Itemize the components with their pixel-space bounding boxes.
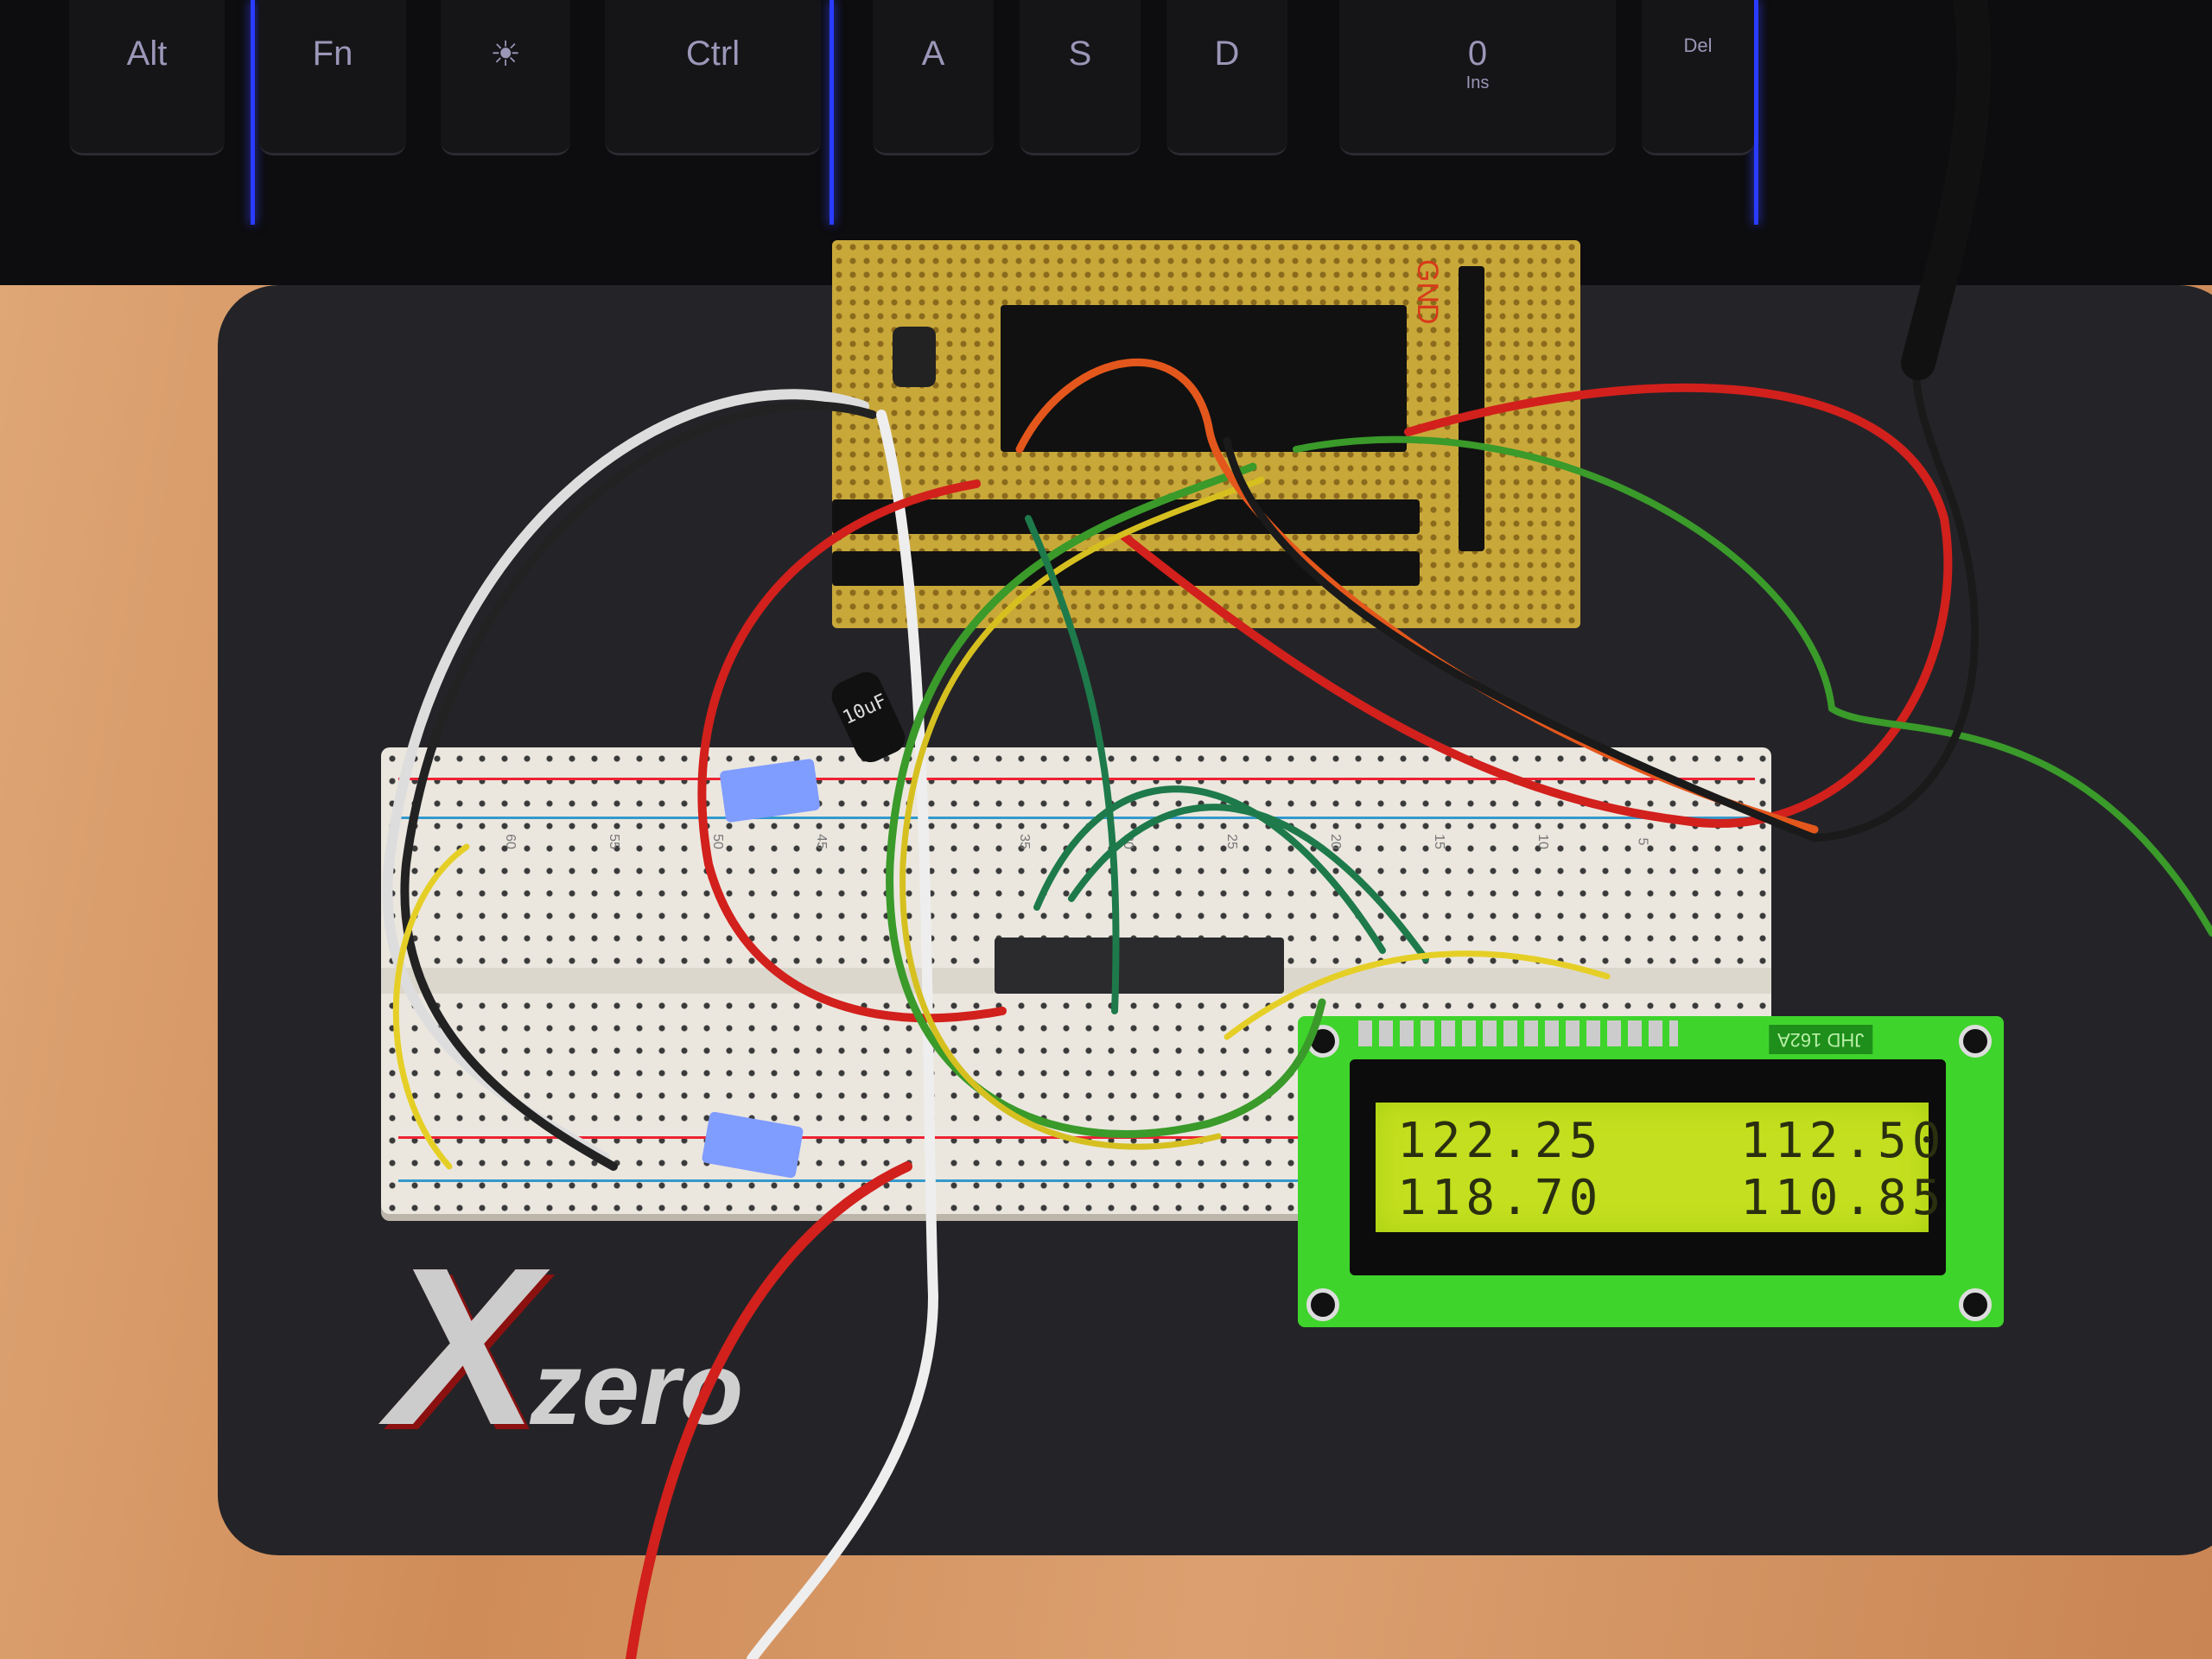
mounting-hole: [1959, 1025, 1992, 1058]
key-alt: Alt: [69, 0, 225, 156]
column-number: 50: [709, 834, 725, 849]
key-0-label: 0: [1467, 35, 1488, 73]
perfboard: [832, 240, 1580, 628]
mounting-hole: [1306, 1025, 1339, 1058]
mounting-hole: [1959, 1288, 1992, 1321]
mounting-hole: [1306, 1288, 1339, 1321]
blue-component: [701, 1110, 804, 1179]
lcd-bezel: 122.25 112.50 118.70 110.85: [1350, 1059, 1946, 1275]
ic-socket: [1001, 305, 1407, 452]
column-number: 55: [606, 834, 621, 849]
lcd-pin-header: [1358, 1020, 1678, 1046]
lcd-line-1: 122.25 112.50: [1397, 1113, 1947, 1169]
pin-header: [832, 499, 1420, 534]
key-d: D: [1166, 0, 1287, 156]
power-rail-negative: [398, 1179, 1755, 1182]
blue-component: [719, 758, 821, 823]
column-number: 60: [502, 834, 518, 849]
column-number: 30: [1120, 834, 1135, 849]
column-number: 5: [1635, 837, 1650, 846]
microcontroller-chip: [995, 938, 1284, 994]
column-number: 45: [813, 834, 829, 849]
keyboard: Alt Fn ☀ Ctrl A S D 0 Ins Del: [0, 0, 2212, 285]
column-number: 10: [1535, 834, 1550, 849]
lcd-model-label: JHD 162A: [1769, 1025, 1873, 1054]
lcd-line-2: 118.70 110.85: [1397, 1170, 1947, 1226]
key-brightness: ☀: [441, 0, 570, 156]
capacitor: [893, 327, 936, 387]
power-rail-negative: [398, 817, 1755, 819]
logo-zero: zero: [530, 1331, 744, 1446]
logo-x: X: [389, 1222, 539, 1472]
key-ins-label: Ins: [1465, 73, 1490, 92]
key-ctrl: Ctrl: [605, 0, 821, 156]
pin-header: [1459, 266, 1484, 551]
lcd-module: JHD 162A 122.25 112.50 118.70 110.85: [1298, 1016, 2004, 1327]
keyboard-backlight: [251, 0, 255, 225]
mat-logo: Xzero: [389, 1218, 743, 1477]
key-fn: Fn: [259, 0, 406, 156]
power-rail-positive: [398, 778, 1755, 780]
key-0-ins: 0 Ins: [1339, 0, 1616, 156]
column-number: 15: [1431, 834, 1446, 849]
keyboard-backlight: [830, 0, 834, 225]
lcd-screen: 122.25 112.50 118.70 110.85: [1376, 1103, 1941, 1232]
key-s: S: [1020, 0, 1141, 156]
gnd-silkscreen: GND: [1411, 259, 1444, 325]
column-number: 20: [1327, 834, 1343, 849]
pin-header: [832, 551, 1420, 586]
column-number: 25: [1224, 834, 1239, 849]
keyboard-backlight: [1754, 0, 1758, 225]
key-a: A: [873, 0, 994, 156]
column-number: 35: [1016, 834, 1032, 849]
key-del: Del: [1642, 0, 1754, 156]
